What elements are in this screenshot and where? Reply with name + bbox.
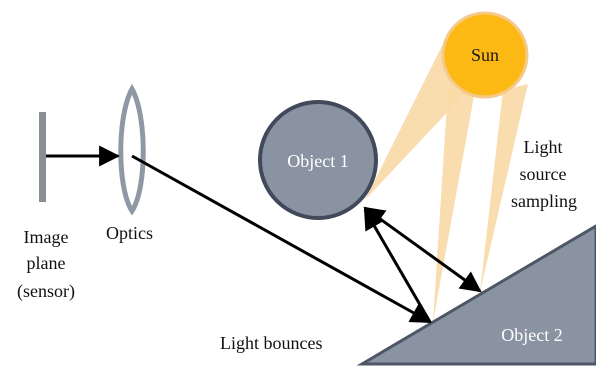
optics-lens (118, 83, 146, 216)
arrow-object1-to-object2 (363, 206, 482, 293)
sun-circle (441, 11, 529, 99)
light-bounces-label: Light bounces (220, 333, 323, 353)
light-ray-to-object2-left (433, 88, 474, 322)
optics-label: Optics (106, 223, 153, 243)
object1-circle (258, 100, 378, 220)
ray-paths (46, 145, 482, 324)
image-plane-label-line1: Image (23, 227, 69, 247)
light-source-label-line3: sampling (511, 191, 577, 211)
object2-label: Object 2 (501, 325, 563, 345)
arrow-optics-to-object2 (131, 154, 432, 324)
image-plane-label-line3: (sensor) (17, 281, 75, 301)
image-plane-sensor (39, 112, 46, 202)
light-source-label-line2: source (519, 164, 567, 184)
light-ray-to-object2-right (480, 84, 528, 292)
image-plane-label-line2: plane (26, 253, 66, 273)
object2-surface (356, 224, 596, 366)
light-ray-to-object1 (365, 40, 470, 200)
sun-label: Sun (470, 45, 499, 65)
light-source-label-line1: Light (523, 137, 563, 157)
object1-label: Object 1 (287, 151, 349, 171)
